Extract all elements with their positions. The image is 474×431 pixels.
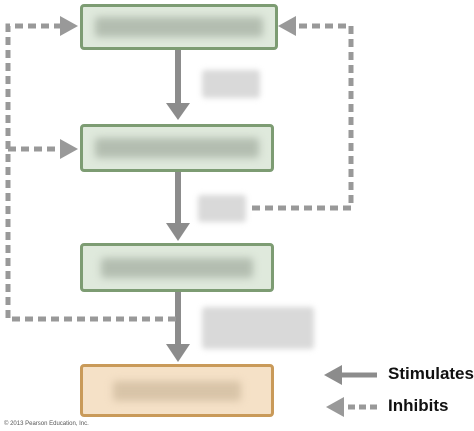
lower-box bbox=[80, 243, 274, 292]
target-box bbox=[80, 364, 274, 417]
middle-box bbox=[80, 124, 274, 172]
legend-inhibits-arrow bbox=[326, 397, 377, 417]
arrow2-obscured-label bbox=[198, 195, 246, 222]
legend-stimulates-label: Stimulates bbox=[388, 364, 474, 383]
inhibit-line-left-branch bbox=[8, 139, 78, 159]
lower-box-obscured-label bbox=[101, 258, 253, 278]
target-box-obscured-label bbox=[113, 381, 241, 401]
middle-box-obscured-label bbox=[95, 138, 259, 158]
top-box bbox=[80, 4, 278, 50]
top-box-obscured-label bbox=[95, 17, 263, 37]
arrow3-obscured-label bbox=[202, 307, 314, 349]
stimulate-arrow-3 bbox=[166, 292, 190, 362]
arrow1-obscured-label bbox=[202, 70, 260, 98]
copyright-notice: © 2013 Pearson Education, Inc. bbox=[4, 421, 89, 427]
stimulate-arrow-2 bbox=[166, 172, 190, 241]
stimulate-arrow-1 bbox=[166, 50, 190, 120]
inhibit-line-left-outer bbox=[5, 16, 176, 322]
inhibit-line-right bbox=[252, 16, 354, 211]
legend-inhibits-label: Inhibits bbox=[388, 396, 449, 415]
legend-stimulates-arrow bbox=[324, 365, 377, 385]
